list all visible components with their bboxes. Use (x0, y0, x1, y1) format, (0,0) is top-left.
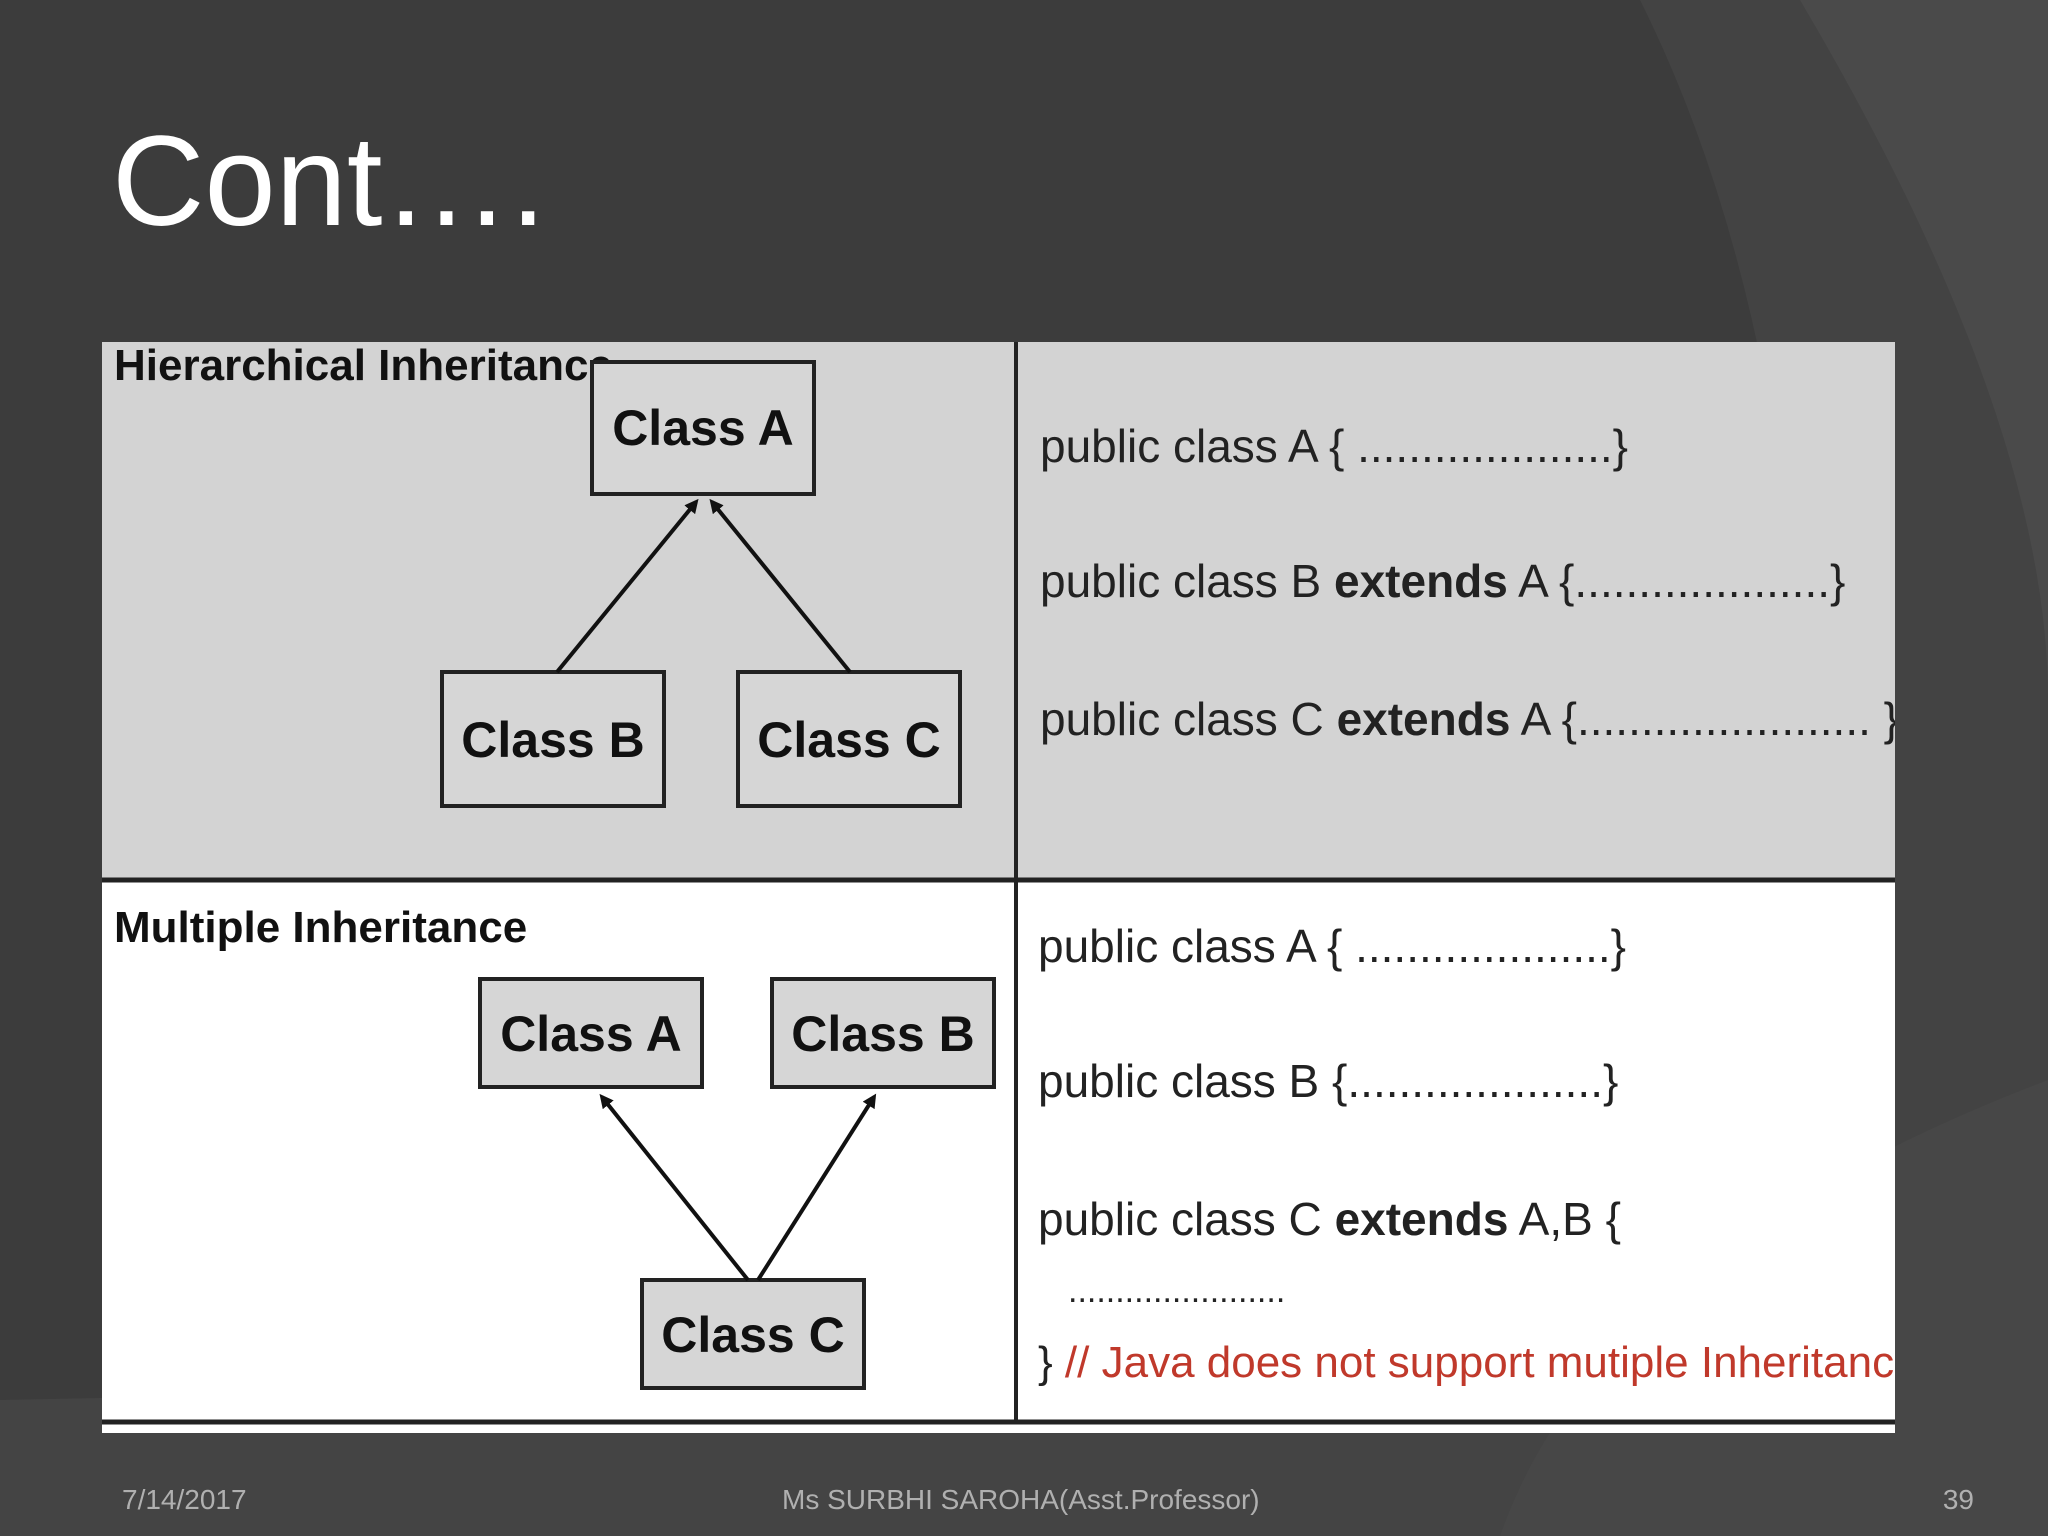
hierarchical-box-class-b: Class B (440, 670, 666, 808)
hierarchical-box-class-c-label: Class C (757, 712, 940, 768)
multiple-box-class-b-label: Class B (791, 1006, 974, 1062)
inheritance-diagram: Hierarchical Inheritance Class A Class B… (102, 342, 1895, 1433)
hierarchical-box-class-a-label: Class A (612, 400, 794, 456)
code-text: public class C (1040, 693, 1337, 745)
footer-date: 7/14/2017 (122, 1484, 247, 1515)
multiple-code-line-5: } // Java does not support mutiple Inher… (1038, 1338, 1895, 1387)
multiple-code-line-1: public class A { ....................} (1038, 920, 1626, 972)
multiple-box-class-a: Class A (478, 977, 704, 1089)
footer-page-number: 39 (1942, 1484, 1974, 1515)
hierarchical-code-line-1: public class A { ....................} (1040, 420, 1628, 472)
multiple-box-class-c-label: Class C (661, 1307, 844, 1363)
hierarchical-box-class-b-label: Class B (461, 712, 644, 768)
footer-author: Ms SURBHI SAROHA(Asst.Professor) (782, 1484, 1260, 1515)
arrow-class-c-to-class-a (709, 498, 852, 674)
hierarchical-code-line-2: public class B extends A {..............… (1040, 555, 1845, 607)
hierarchical-section-background (102, 342, 1895, 880)
code-text: public class C (1038, 1193, 1335, 1245)
code-text: A {....................} (1508, 555, 1846, 607)
arrow-class-b-to-class-a (555, 498, 699, 674)
code-keyword: extends (1337, 693, 1511, 745)
multiple-box-class-a-label: Class A (500, 1006, 682, 1062)
code-text: public class B (1040, 555, 1334, 607)
multiple-box-class-c: Class C (640, 1278, 866, 1390)
arrow-class-c-to-class-b (756, 1093, 877, 1282)
code-text: } (1038, 1338, 1065, 1387)
hierarchical-heading: Hierarchical Inheritance (114, 342, 613, 390)
hierarchical-box-class-c: Class C (736, 670, 962, 808)
arrow-class-c-to-class-a (599, 1093, 750, 1282)
multiple-code-line-3: public class C extends A,B { (1038, 1193, 1621, 1245)
hierarchical-box-class-a: Class A (590, 360, 816, 496)
multiple-code-line-2: public class B {....................} (1038, 1055, 1618, 1107)
code-keyword: extends (1334, 555, 1508, 607)
code-keyword: extends (1335, 1193, 1509, 1245)
multiple-box-class-b: Class B (770, 977, 996, 1089)
code-text: A {....................... } (1510, 693, 1895, 745)
slide-title: Cont…. (112, 110, 546, 253)
code-comment: // Java does not support mutiple Inherit… (1065, 1338, 1895, 1387)
multiple-heading: Multiple Inheritance (114, 903, 527, 952)
hierarchical-code-line-3: public class C extends A {..............… (1040, 693, 1895, 745)
inheritance-diagram-panel: Hierarchical Inheritance Class A Class B… (102, 342, 1895, 1433)
multiple-code-line-4: ....................... (1068, 1272, 1285, 1310)
code-text: A,B { (1508, 1193, 1621, 1245)
multiple-section-background (102, 880, 1895, 1433)
